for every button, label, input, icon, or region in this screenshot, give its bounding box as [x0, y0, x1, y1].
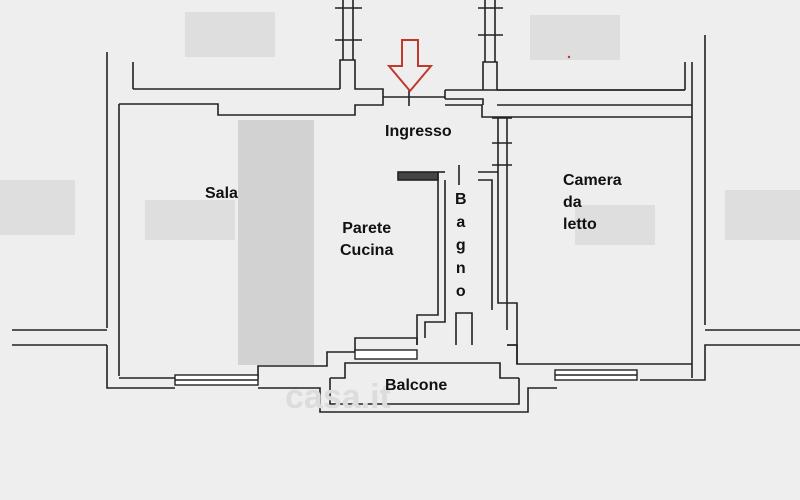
room-label-camera: Camera da letto: [563, 172, 622, 233]
wall: [397, 171, 439, 181]
bg-patch: [530, 15, 620, 60]
room-label-sala: Sala: [205, 185, 238, 202]
bg-patch: [145, 200, 235, 240]
bg-patch: [575, 205, 655, 245]
down-arrow-icon: [386, 39, 434, 93]
wall: [640, 344, 800, 381]
wall: [507, 344, 692, 365]
bg-patch: [0, 180, 75, 235]
wall: [339, 59, 384, 99]
wall: [445, 98, 484, 105]
walls: [12, 0, 800, 413]
wall: [416, 172, 439, 345]
wall: [445, 104, 692, 118]
wall: [478, 179, 493, 310]
wall: [119, 337, 418, 379]
bg-patch: [725, 190, 800, 240]
wall: [258, 387, 557, 413]
wall: [455, 312, 473, 345]
hatched-area: [238, 120, 314, 365]
room-label-ingresso: Ingresso: [385, 123, 452, 140]
bg-patch: [185, 12, 275, 57]
wall: [424, 180, 446, 338]
watermark: casa.it: [285, 378, 391, 416]
wall: [119, 99, 384, 116]
wall: [482, 61, 498, 90]
windows: [174, 349, 638, 386]
window: [354, 349, 418, 360]
wall: [330, 362, 519, 379]
marker-dot: [567, 55, 571, 59]
wall: [329, 378, 520, 405]
background-patches: [0, 12, 800, 245]
wall: [106, 345, 175, 389]
room-label-balcone: Balcone: [385, 377, 448, 394]
room-label-bagno: B a g n o: [455, 191, 467, 300]
room-label-parete-cucina: Parete Cucina: [340, 220, 394, 259]
